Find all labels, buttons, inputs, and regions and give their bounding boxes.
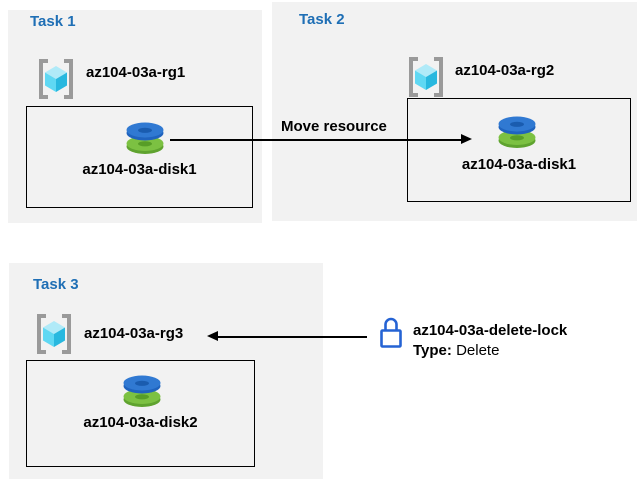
resource-group-icon [36, 58, 76, 105]
task1-disk-label: az104-03a-disk1 [82, 161, 197, 178]
resource-group-icon-svg [37, 314, 71, 354]
resource-group-icon-svg [39, 59, 73, 99]
task2-disk-label: az104-03a-disk1 [461, 156, 577, 173]
lock-arrow-line [217, 336, 367, 338]
task1-title: Task 1 [30, 13, 76, 30]
task2-panel: Task 2 az104-03a-rg2 az104-03a-disk1 [272, 2, 637, 221]
task3-resource-box [26, 360, 255, 467]
disk-icon-svg [126, 122, 164, 154]
lock-name-label: az104-03a-delete-lock [413, 322, 568, 339]
lock-icon [376, 313, 406, 353]
resource-group-icon [406, 56, 446, 103]
lock-icon-svg [380, 317, 402, 348]
resource-group-icon [34, 313, 74, 360]
lock-arrow-head [207, 331, 218, 341]
task2-title: Task 2 [299, 11, 345, 28]
lock-label-block: az104-03a-delete-lock Type: Delete [413, 321, 567, 361]
task2-resource-group-label: az104-03a-rg2 [455, 62, 555, 79]
task3-title: Task 3 [33, 276, 79, 293]
resource-group-icon-svg [409, 57, 443, 97]
move-arrow-line [170, 139, 462, 141]
move-arrow-label: Move resource [281, 118, 387, 135]
move-arrow-head [461, 134, 472, 144]
disk-icon [125, 121, 165, 160]
task3-disk-label: az104-03a-disk2 [83, 414, 198, 431]
lock-type-value: Delete [456, 342, 500, 359]
task3-resource-group-label: az104-03a-rg3 [84, 325, 184, 342]
lock-type-label: Type: [413, 342, 452, 359]
task1-resource-group-label: az104-03a-rg1 [86, 64, 186, 81]
task3-panel: Task 3 az104-03a-rg3 az104-03a-disk2 [9, 263, 323, 479]
task2-resource-box [407, 98, 631, 202]
lock-type-line: Type: Delete [413, 341, 567, 361]
disk-icon-svg [498, 116, 536, 148]
disk-icon-svg [123, 375, 161, 407]
task1-panel: Task 1 az104-03a-rg1 az104-03a-disk1 [8, 10, 262, 223]
task1-resource-box [26, 106, 253, 208]
disk-icon [497, 115, 537, 154]
disk-icon [122, 374, 162, 413]
